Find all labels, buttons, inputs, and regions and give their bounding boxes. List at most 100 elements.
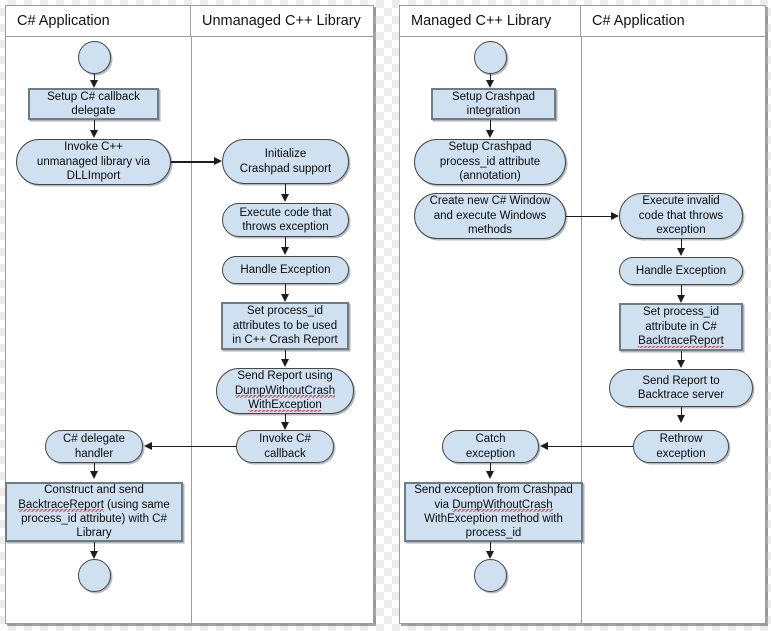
edge-rethrow-to-catch <box>544 445 633 448</box>
node-line: (annotation) <box>459 170 521 183</box>
node-line: Catch <box>475 433 506 446</box>
arrowhead-down <box>485 551 494 559</box>
edge-invoke-callback-to-delegate <box>148 445 236 448</box>
arrowhead-down <box>280 359 289 367</box>
node-set-process-id-backtracereport: Set process_id attribute in C# Backtrace… <box>619 303 743 351</box>
lane-header-csharp-application-right: C# Application <box>581 6 765 37</box>
node-line: Setup Crashpad <box>451 90 536 103</box>
arrowhead-down <box>280 294 289 302</box>
arrowhead-down <box>485 471 494 479</box>
node-invoke-csharp-callback: Invoke C# callback <box>236 430 334 463</box>
node-line: Send exception from Crashpad <box>414 484 573 497</box>
node-line: Send Report to <box>642 374 720 387</box>
node-line: via <box>434 498 453 511</box>
arrowhead-down <box>676 415 685 423</box>
arrowhead-down <box>676 360 685 368</box>
lane-header-unmanaged-cpp-library: Unmanaged C++ Library <box>191 6 373 37</box>
edge-send-report-to-invoke-callback <box>284 414 287 428</box>
node-line: Execute invalid <box>642 195 720 208</box>
node-line: attribute in C# <box>645 320 717 333</box>
node-line: Invoke C# <box>259 433 311 446</box>
node-line: Execute code that <box>239 206 332 219</box>
node-line: Invoke C++ <box>64 141 123 154</box>
lane-title-text: C# Application <box>592 13 685 29</box>
node-set-process-id-attributes-cpp: Set process_id attributes to be used in … <box>221 302 349 350</box>
arrowhead-down <box>485 130 494 138</box>
arrowhead-down <box>89 80 98 88</box>
arrowhead-right <box>214 157 222 166</box>
arrowhead-down <box>280 422 289 430</box>
edge-setup-to-invoke <box>93 120 96 135</box>
arrowhead-down <box>676 295 685 303</box>
edge-setup-crashpad-to-attribute <box>489 120 492 135</box>
node-line: Setup C# callback <box>47 90 140 103</box>
arrowhead-left <box>540 441 548 450</box>
arrowhead-down <box>280 247 289 255</box>
node-line: in C++ Crash Report <box>232 334 338 347</box>
lane-header-managed-cpp-library: Managed C++ Library <box>400 6 581 37</box>
edge-invoke-to-initialize <box>171 161 219 163</box>
node-line-misspelled: DumpWithoutCrash <box>234 384 336 398</box>
lane-header-csharp-application: C# Application <box>6 6 191 37</box>
node-csharp-delegate-handler: C# delegate handler <box>45 430 143 463</box>
start-node-left <box>78 41 111 74</box>
node-line-misspelled: WithException <box>248 399 322 413</box>
node-line: and execute Windows <box>433 209 547 222</box>
node-execute-invalid-code: Execute invalid code that throws excepti… <box>619 193 743 239</box>
node-send-exception-from-crashpad: Send exception from Crashpad via DumpWit… <box>404 482 583 542</box>
arrowhead-down <box>676 248 685 256</box>
node-line: integration <box>466 105 521 117</box>
edge-execute-invalid-to-handle <box>680 239 683 254</box>
node-setup-csharp-callback-delegate: Setup C# callback delegate <box>28 88 159 120</box>
edge-set-attributes-to-send-report <box>284 350 287 365</box>
node-line: exception <box>656 224 706 237</box>
edge-start-to-setup-callback <box>93 74 96 83</box>
arrowhead-down <box>89 551 98 559</box>
node-line: callback <box>264 447 306 460</box>
node-line: exception <box>656 447 706 460</box>
node-line: methods <box>467 224 513 237</box>
node-line: DLLImport <box>66 170 121 183</box>
lane-title-text: Unmanaged C++ Library <box>202 13 361 29</box>
node-line: Rethrow <box>659 433 703 446</box>
end-node-left <box>78 559 111 592</box>
node-line: code that throws <box>638 209 724 222</box>
lane-title-text: Managed C++ Library <box>411 13 552 29</box>
node-construct-send-backtracereport: Construct and send BacktraceReport (usin… <box>5 482 183 542</box>
node-handle-exception-right: Handle Exception <box>619 257 743 285</box>
lane-divider-right-panel <box>581 37 582 623</box>
node-catch-exception: Catch exception <box>442 430 539 463</box>
node-line: Set process_id <box>246 305 324 318</box>
arrowhead-left <box>144 441 152 450</box>
arrowhead-right <box>611 211 619 220</box>
node-line: Handle Exception <box>240 263 331 276</box>
node-line: Initialize <box>264 148 307 161</box>
node-line: throws exception <box>242 221 329 233</box>
node-line: Create new C# Window <box>429 195 551 208</box>
node-line: Library <box>76 527 112 540</box>
node-line: Set process_id <box>642 306 720 319</box>
arrowhead-down <box>89 471 98 479</box>
node-line: C# delegate <box>62 433 126 446</box>
arrowhead-down <box>280 194 289 202</box>
edge-set-process-id-to-send-report <box>680 351 683 366</box>
node-rethrow-exception: Rethrow exception <box>633 430 729 463</box>
node-line: Setup Crashpad <box>448 141 532 154</box>
node-line: attributes to be used <box>232 319 338 332</box>
node-line: Crashpad support <box>239 162 332 175</box>
node-setup-crashpad-process-id-attribute: Setup Crashpad process_id attribute (ann… <box>414 139 566 185</box>
edge-handle-to-set-attributes <box>284 284 287 300</box>
node-setup-crashpad-integration: Setup Crashpad integration <box>431 88 556 120</box>
node-line: Construct and send <box>44 484 144 497</box>
edge-create-window-to-execute-invalid <box>566 215 616 218</box>
node-line-misspelled: DumpWithoutCrash <box>452 498 553 512</box>
node-line: WithException method with <box>424 513 563 525</box>
node-line: Send Report using <box>237 370 333 383</box>
node-line: unmanaged library via <box>36 155 151 168</box>
node-line: (using same <box>103 498 170 511</box>
node-line: exception <box>465 447 516 460</box>
node-line-misspelled: BacktraceReport <box>18 498 104 512</box>
edge-delegate-to-construct <box>93 463 96 477</box>
node-line: delegate <box>71 105 116 117</box>
edge-send-report-to-rethrow <box>680 407 683 421</box>
